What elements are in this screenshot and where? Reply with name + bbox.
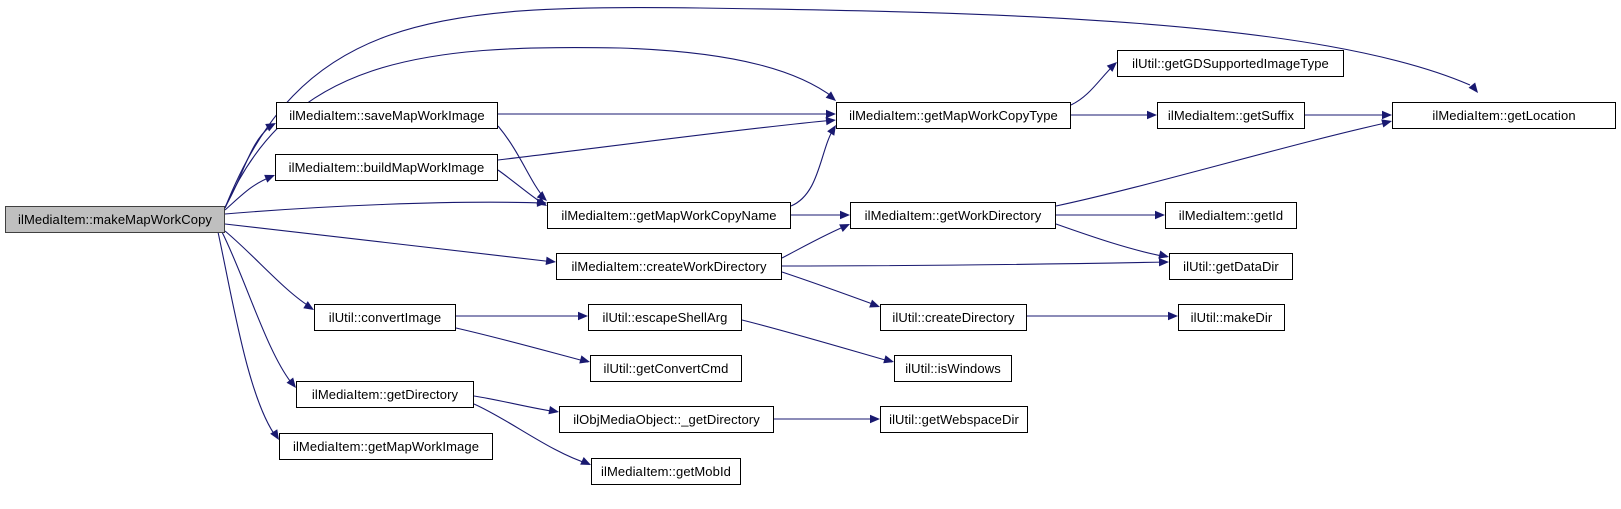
graph-node-label: ilMediaItem::getId xyxy=(1178,208,1284,223)
graph-edge-makeMapWorkCopy-to-getDirectory xyxy=(221,231,296,388)
graph-edge-getWorkDirectory-to-getId xyxy=(1056,210,1165,220)
graph-edge-_getDirectory-to-getWebspaceDir xyxy=(774,414,880,424)
graph-node-label: ilUtil::escapeShellArg xyxy=(602,310,728,325)
graph-node-createWorkDirectory[interactable]: ilMediaItem::createWorkDirectory xyxy=(556,253,782,280)
graph-node-label: ilUtil::makeDir xyxy=(1190,310,1273,325)
graph-edge-makeMapWorkCopy-to-getMapWorkImage xyxy=(217,231,279,440)
graph-node-createDirectory[interactable]: ilUtil::createDirectory xyxy=(880,304,1027,331)
arrowhead-icon xyxy=(826,109,836,119)
graph-node-getGDSupportedImageType[interactable]: ilUtil::getGDSupportedImageType xyxy=(1117,50,1344,77)
graph-node-label: ilMediaItem::makeMapWorkCopy xyxy=(17,212,212,227)
graph-node-getConvertCmd[interactable]: ilUtil::getConvertCmd xyxy=(590,355,742,382)
graph-edge-saveMapWorkImage-to-getMapWorkCopyType xyxy=(498,109,836,119)
arrowhead-icon xyxy=(1468,82,1478,93)
graph-edge-getSuffix-to-getLocation xyxy=(1305,110,1392,120)
graph-node-label: ilUtil::getWebspaceDir xyxy=(889,412,1019,427)
graph-node-label: ilMediaItem::getDirectory xyxy=(311,387,459,402)
graph-edge-makeMapWorkCopy-to-getMapWorkCopyName xyxy=(224,198,547,215)
graph-node-getId[interactable]: ilMediaItem::getId xyxy=(1165,202,1297,229)
graph-edge-createWorkDirectory-to-getDataDir xyxy=(781,257,1169,267)
graph-node-getSuffix[interactable]: ilMediaItem::getSuffix xyxy=(1157,102,1305,129)
graph-edge-getWorkDirectory-to-getDataDir xyxy=(1055,223,1169,259)
graph-node-label: ilMediaItem::buildMapWorkImage xyxy=(288,160,485,175)
arrowhead-icon xyxy=(545,256,556,265)
arrowhead-icon xyxy=(1147,110,1157,120)
arrowhead-icon xyxy=(1155,210,1165,220)
graph-node-saveMapWorkImage[interactable]: ilMediaItem::saveMapWorkImage xyxy=(276,102,498,129)
graph-node-label: ilMediaItem::getMapWorkCopyType xyxy=(849,108,1058,123)
arrowhead-icon xyxy=(1382,110,1392,120)
graph-node-getDataDir[interactable]: ilUtil::getDataDir xyxy=(1169,253,1293,280)
graph-node-getMobId[interactable]: ilMediaItem::getMobId xyxy=(591,458,741,485)
graph-node-getLocation[interactable]: ilMediaItem::getLocation xyxy=(1392,102,1616,129)
graph-node-label: ilUtil::getDataDir xyxy=(1183,259,1279,274)
graph-node-label: ilMediaItem::createWorkDirectory xyxy=(571,259,767,274)
graph-edge-createWorkDirectory-to-createDirectory xyxy=(781,271,880,308)
graph-edge-makeMapWorkCopy-to-createWorkDirectory xyxy=(224,223,556,265)
arrowhead-icon xyxy=(578,311,588,321)
graph-edge-getWorkDirectory-to-getLocation xyxy=(1055,119,1392,207)
graph-node-buildMapWorkImage[interactable]: ilMediaItem::buildMapWorkImage xyxy=(275,154,498,181)
graph-node-getMapWorkCopyType[interactable]: ilMediaItem::getMapWorkCopyType xyxy=(836,102,1071,129)
graph-edge-buildMapWorkImage-to-getMapWorkCopyType xyxy=(497,116,836,161)
graph-edge-getDirectory-to-_getDirectory xyxy=(473,395,559,415)
graph-node-makeDir[interactable]: ilUtil::makeDir xyxy=(1178,304,1285,331)
graph-node-getWorkDirectory[interactable]: ilMediaItem::getWorkDirectory xyxy=(850,202,1056,229)
graph-node-getMapWorkCopyName[interactable]: ilMediaItem::getMapWorkCopyName xyxy=(547,202,791,229)
graph-node-escapeShellArg[interactable]: ilUtil::escapeShellArg xyxy=(588,304,742,331)
graph-node-label: ilMediaItem::getMapWorkImage xyxy=(292,439,480,454)
graph-edge-makeMapWorkCopy-to-convertImage xyxy=(224,230,314,310)
graph-node-label: ilUtil::getConvertCmd xyxy=(603,361,729,376)
graph-node-label: ilUtil::createDirectory xyxy=(892,310,1015,325)
graph-edge-getMapWorkCopyType-to-getGDSupportedImageType xyxy=(1070,62,1117,106)
graph-node-label: ilMediaItem::getLocation xyxy=(1432,108,1576,123)
graph-node-label: ilUtil::getGDSupportedImageType xyxy=(1132,56,1329,71)
graph-node-label: ilUtil::isWindows xyxy=(905,361,1001,376)
arrowhead-icon xyxy=(1158,257,1169,267)
arrowhead-icon xyxy=(840,210,850,220)
graph-node-_getDirectory[interactable]: ilObjMediaObject::_getDirectory xyxy=(559,406,774,433)
graph-node-getDirectory[interactable]: ilMediaItem::getDirectory xyxy=(296,381,474,408)
graph-node-label: ilMediaItem::getMapWorkCopyName xyxy=(561,208,777,223)
graph-edge-createWorkDirectory-to-getWorkDirectory xyxy=(781,224,850,259)
graph-edge-convertImage-to-getConvertCmd xyxy=(455,327,590,364)
graph-edge-escapeShellArg-to-isWindows xyxy=(741,319,894,364)
arrowhead-icon xyxy=(1168,311,1178,321)
graph-edge-saveMapWorkImage-to-getMapWorkCopyName xyxy=(497,125,547,201)
graph-edge-createDirectory-to-makeDir xyxy=(1026,311,1178,321)
graph-node-makeMapWorkCopy[interactable]: ilMediaItem::makeMapWorkCopy xyxy=(5,206,225,233)
graph-node-convertImage[interactable]: ilUtil::convertImage xyxy=(314,304,456,331)
graph-edge-makeMapWorkCopy-to-saveMapWorkImage xyxy=(224,123,276,208)
graph-edge-getMapWorkCopyName-to-getMapWorkCopyType xyxy=(790,125,836,207)
graph-node-label: ilMediaItem::saveMapWorkImage xyxy=(289,108,485,123)
graph-edge-getMapWorkCopyName-to-getWorkDirectory xyxy=(791,210,850,220)
graph-edge-buildMapWorkImage-to-getMapWorkCopyName xyxy=(497,169,547,206)
arrowhead-icon xyxy=(825,116,836,126)
graph-node-label: ilUtil::convertImage xyxy=(328,310,442,325)
arrowhead-icon xyxy=(870,414,880,424)
graph-node-isWindows[interactable]: ilUtil::isWindows xyxy=(894,355,1012,382)
graph-node-label: ilObjMediaObject::_getDirectory xyxy=(573,412,760,427)
graph-node-label: ilMediaItem::getMobId xyxy=(601,464,731,479)
graph-edge-getMapWorkCopyType-to-getSuffix xyxy=(1071,110,1157,120)
graph-edge-convertImage-to-escapeShellArg xyxy=(455,311,588,321)
graph-node-label: ilMediaItem::getWorkDirectory xyxy=(864,208,1042,223)
graph-node-label: ilMediaItem::getSuffix xyxy=(1167,108,1295,123)
graph-edge-makeMapWorkCopy-to-buildMapWorkImage xyxy=(224,174,275,211)
arrowhead-icon xyxy=(536,198,547,207)
graph-node-getWebspaceDir[interactable]: ilUtil::getWebspaceDir xyxy=(880,406,1028,433)
graph-node-getMapWorkImage[interactable]: ilMediaItem::getMapWorkImage xyxy=(279,433,493,460)
